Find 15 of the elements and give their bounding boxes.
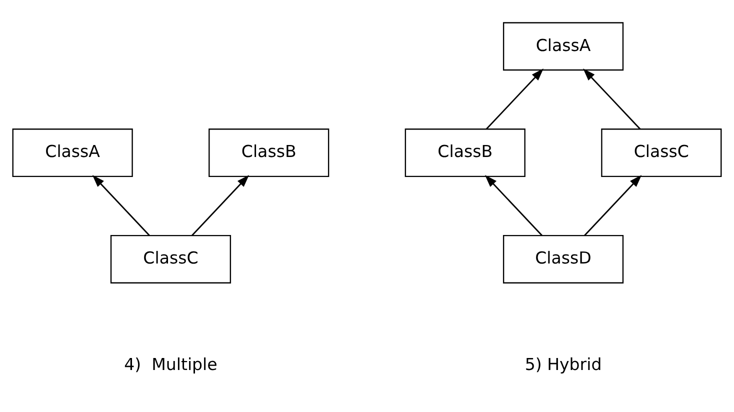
label: 5) Hybrid: [524, 354, 602, 374]
node-box: ClassD: [502, 234, 624, 284]
arrow: [584, 174, 642, 236]
arrow: [192, 174, 250, 236]
arrow: [583, 68, 641, 130]
node-box: ClassB: [208, 128, 330, 178]
node-box: ClassC: [601, 128, 722, 178]
arrow: [92, 174, 150, 236]
label: 4) Multiple: [124, 354, 218, 374]
node-box: ClassC: [110, 234, 232, 284]
arrow: [486, 68, 544, 130]
node-box: ClassA: [12, 128, 133, 178]
node-box: ClassA: [502, 22, 624, 71]
arrow: [484, 174, 542, 236]
node-box: ClassB: [404, 128, 526, 178]
